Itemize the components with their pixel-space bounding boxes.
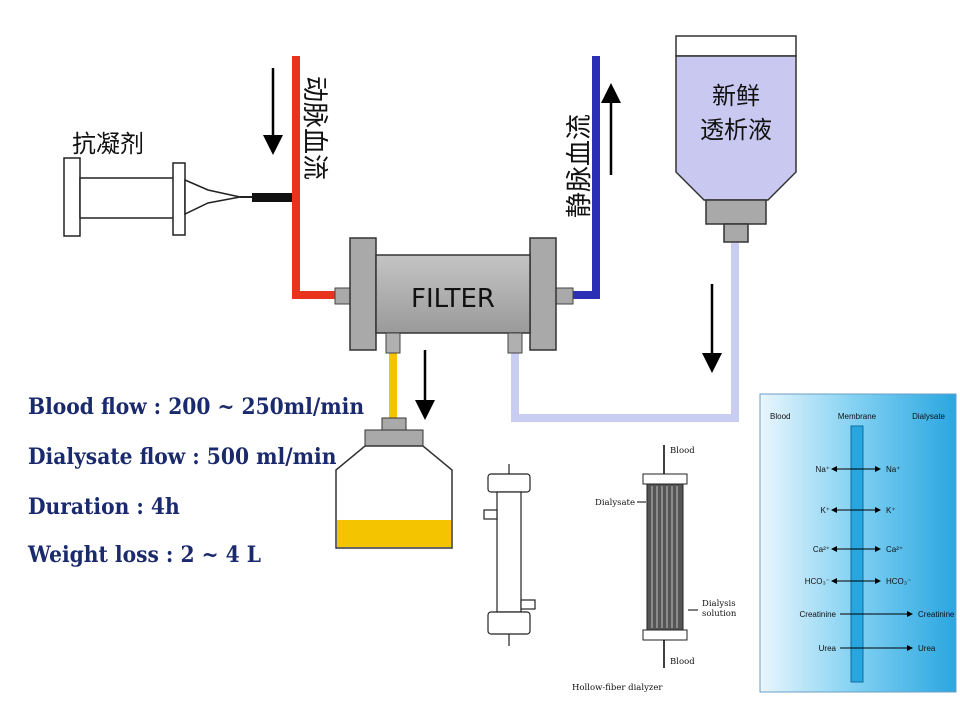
membrane-row-left-label: Creatinine <box>800 610 837 619</box>
dialyzer-sketch <box>483 464 536 646</box>
membrane-rows: Na⁺ Na⁺ K⁺ K⁺ Ca²⁺ Ca²⁺ HCO₃⁻ HCO₃⁻ Creatinine Cr… <box>800 465 955 653</box>
info-duration: Duration : 4h <box>28 494 180 520</box>
venous-line <box>570 56 600 299</box>
info-blood-flow: Blood flow : 200 ~ 250ml/min <box>28 394 365 420</box>
filter-label: FILTER <box>411 284 495 314</box>
membrane-col-membrane: Membrane <box>838 412 877 421</box>
membrane-row-right-label: Creatinine <box>918 610 955 619</box>
membrane-row-right-label: K⁺ <box>886 506 896 515</box>
arterial-line <box>292 56 337 299</box>
arterial-label: 动脉血流 <box>299 76 329 180</box>
hollow-fiber-dialyzer <box>637 445 698 668</box>
membrane-row-left-label: Ca²⁺ <box>813 545 830 554</box>
filter <box>334 237 574 354</box>
syringe <box>63 157 292 237</box>
venous-label: 静脉血流 <box>565 114 595 218</box>
hf-blood-in: Blood <box>670 446 695 456</box>
membrane-row-right-label: HCO₃⁻ <box>886 577 911 586</box>
info-weight-loss: Weight loss : 2 ~ 4 L <box>28 542 261 568</box>
membrane-row-right-label: Na⁺ <box>886 465 900 474</box>
membrane-row-right-label: Urea <box>918 644 936 653</box>
membrane-row-left-label: HCO₃⁻ <box>805 577 830 586</box>
membrane-col-dialysate: Dialysate <box>912 412 945 421</box>
membrane-row-right-label: Ca²⁺ <box>886 545 903 554</box>
hf-dialysate: Dialysate <box>595 498 635 508</box>
hf-dialysis-1: Dialysis <box>702 599 736 609</box>
hf-dialysis-2: solution <box>702 609 737 619</box>
dialysate-line <box>511 243 739 422</box>
membrane-row-left-label: K⁺ <box>820 506 830 515</box>
hf-caption: Hollow-fiber dialyzer <box>572 683 663 693</box>
dialysate-bag <box>675 35 797 243</box>
membrane-row-left-label: Urea <box>819 644 837 653</box>
dialysate-bag-label-bottom: 透析液 <box>700 116 772 144</box>
membrane-panel <box>759 393 957 693</box>
info-dialysate-flow: Dialysate flow : 500 ml/min <box>28 444 337 470</box>
waste-bottle <box>335 417 453 549</box>
membrane-col-blood: Blood <box>770 412 790 421</box>
hf-blood-out: Blood <box>670 657 695 667</box>
membrane-row-left-label: Na⁺ <box>816 465 830 474</box>
dialysate-bag-label-top: 新鲜 <box>712 82 760 110</box>
anticoagulant-label: 抗凝剂 <box>72 130 144 158</box>
